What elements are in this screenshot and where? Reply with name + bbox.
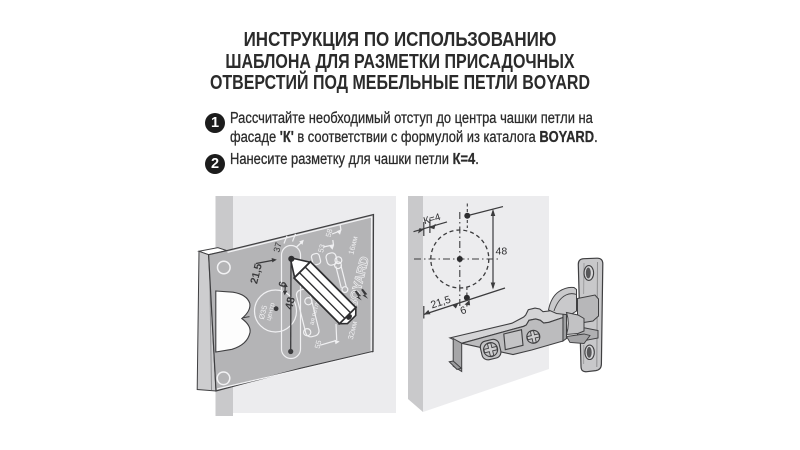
svg-text:37: 37 bbox=[272, 241, 284, 253]
svg-text:6: 6 bbox=[459, 304, 468, 317]
svg-text:32мм: 32мм bbox=[346, 320, 359, 340]
svg-text:58: 58 bbox=[324, 228, 335, 238]
svg-text:53: 53 bbox=[316, 243, 327, 253]
svg-text:центр: центр bbox=[265, 302, 276, 322]
svg-text:Ø35: Ø35 bbox=[257, 304, 269, 320]
svg-text:48: 48 bbox=[496, 246, 508, 258]
svg-text:48: 48 bbox=[283, 296, 298, 311]
svg-text:6: 6 bbox=[277, 280, 289, 288]
svg-text:55: 55 bbox=[313, 339, 324, 349]
svg-text:К=4: К=4 bbox=[422, 212, 442, 227]
svg-text:16мм: 16мм bbox=[346, 235, 359, 255]
svg-text:21,5: 21,5 bbox=[248, 262, 265, 285]
